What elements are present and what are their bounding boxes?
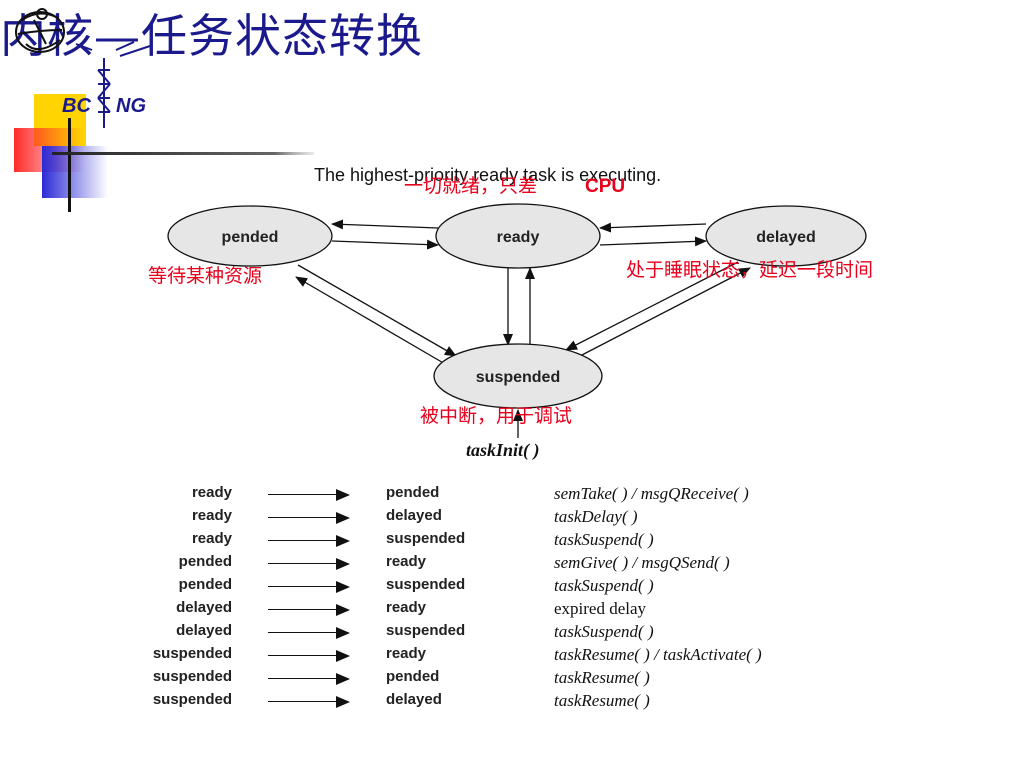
from-state: delayed	[176, 599, 232, 616]
transition-function: taskSuspend( )	[554, 530, 654, 549]
svg-text:NG: NG	[116, 95, 146, 117]
annotation-pended: 等待某种资源	[148, 265, 262, 287]
arrow-suspended-to-delayed	[579, 267, 751, 357]
to-state: suspended	[386, 622, 466, 639]
right-arrow-icon	[336, 650, 350, 662]
state-ready-label: ready	[497, 229, 540, 246]
logo-text: BC	[62, 95, 91, 117]
from-state: delayed	[176, 622, 232, 639]
transition-function: semGive( ) / msgQSend( )	[554, 553, 730, 572]
state-pended-label: pended	[222, 229, 279, 246]
right-arrow-icon	[336, 627, 350, 639]
to-state: suspended	[386, 530, 466, 547]
table-row: pended suspended taskSuspend( )	[0, 576, 1024, 599]
right-arrow-icon	[336, 604, 350, 616]
table-row: ready delayed taskDelay( )	[0, 507, 1024, 530]
state-delayed-label: delayed	[756, 229, 816, 246]
annotation-ready: 一切就绪，只差	[404, 175, 537, 197]
table-row: ready pended semTake( ) / msgQReceive( )	[0, 484, 1024, 507]
annotation-ready-cpu: CPU	[585, 176, 625, 197]
table-row: suspended ready taskResume( ) / taskActi…	[0, 645, 1024, 668]
table-row: ready suspended taskSuspend( )	[0, 530, 1024, 553]
from-state: suspended	[152, 645, 232, 662]
to-state: pended	[386, 484, 440, 501]
transition-function: semTake( ) / msgQReceive( )	[554, 484, 749, 503]
arrow-delayed-to-suspended	[565, 261, 739, 351]
table-row: suspended delayed taskResume( )	[0, 691, 1024, 714]
arrow-ready-to-delayed	[599, 236, 707, 247]
page-title: 内核—任务状态转换	[0, 9, 423, 63]
to-state: ready	[386, 599, 427, 616]
transition-function: taskResume( )	[554, 668, 650, 687]
state-ready: ready	[435, 203, 601, 269]
transition-function: taskResume( ) / taskActivate( )	[554, 645, 762, 664]
to-state: pended	[386, 668, 440, 685]
diagram-caption: The highest-priority ready task is execu…	[314, 165, 661, 185]
arrow-delayed-to-ready	[599, 222, 707, 233]
transition-arrows	[295, 219, 751, 438]
table-row: delayed ready expired delay	[0, 599, 1024, 622]
to-state: ready	[386, 645, 427, 662]
from-state: suspended	[152, 691, 232, 708]
to-state: delayed	[386, 507, 442, 524]
annotation-suspended: 被中断，用于调试	[420, 405, 572, 427]
from-state: ready	[191, 507, 232, 524]
transition-function: expired delay	[554, 599, 647, 618]
arrow-pended-to-suspended	[297, 264, 457, 357]
right-arrow-icon	[336, 673, 350, 685]
transition-function: taskSuspend( )	[554, 622, 654, 641]
arrow-ready-to-pended	[331, 219, 439, 230]
logo-decoration: BC NG	[14, 8, 314, 212]
from-state: pended	[178, 553, 232, 570]
surfer-icon	[15, 8, 65, 53]
transition-function: taskDelay( )	[554, 507, 638, 526]
from-state: suspended	[152, 668, 232, 685]
to-state: delayed	[386, 691, 442, 708]
transition-function: taskSuspend( )	[554, 576, 654, 595]
right-arrow-icon	[336, 535, 350, 547]
right-arrow-icon	[336, 558, 350, 570]
table-row: pended ready semGive( ) / msgQSend( )	[0, 553, 1024, 576]
to-state: ready	[386, 553, 427, 570]
state-suspended: suspended	[433, 343, 603, 409]
from-state: pended	[178, 576, 232, 593]
table-row: suspended pended taskResume( )	[0, 668, 1024, 691]
annotation-delayed: 处于睡眠状态，延迟一段时间	[626, 259, 873, 281]
header-divider-line	[52, 152, 314, 155]
from-state: ready	[191, 484, 232, 501]
right-arrow-icon	[336, 581, 350, 593]
state-delayed: delayed	[705, 205, 867, 267]
arrow-pended-to-ready	[331, 239, 439, 250]
right-arrow-icon	[336, 489, 350, 501]
table-row: delayed suspended taskSuspend( )	[0, 622, 1024, 645]
right-arrow-icon	[336, 696, 350, 708]
state-pended: pended	[167, 205, 333, 267]
antenna-icon	[75, 41, 151, 128]
to-state: suspended	[386, 576, 466, 593]
right-arrow-icon	[336, 512, 350, 524]
from-state: ready	[191, 530, 232, 547]
transition-function: taskResume( )	[554, 691, 650, 710]
taskinit-label: taskInit( )	[466, 440, 540, 461]
arrow-suspended-to-pended	[295, 276, 453, 369]
state-suspended-label: suspended	[476, 369, 560, 386]
